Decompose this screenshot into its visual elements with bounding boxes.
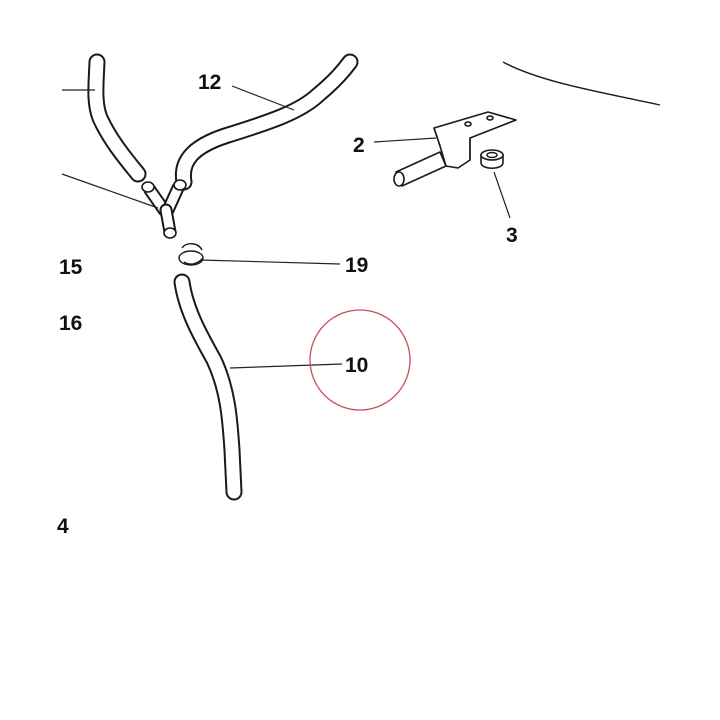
body-panel-edge (502, 61, 661, 106)
callout-15: 15 (59, 256, 83, 279)
washer-nozzle-2 (393, 111, 517, 187)
callout-12: 12 (198, 71, 221, 94)
clamp-19 (178, 243, 204, 266)
leader-3 (493, 171, 511, 219)
hose-10 (173, 273, 243, 501)
grommet-3 (480, 149, 504, 170)
y-connector (141, 179, 187, 239)
leader-10 (229, 363, 343, 369)
callout-4: 4 (57, 515, 69, 538)
hose-left-upper (87, 53, 147, 183)
leader-12 (231, 85, 295, 111)
hose-12 (174, 53, 359, 191)
callout-16: 16 (59, 312, 82, 335)
highlight-circle (309, 309, 411, 411)
callout-19: 19 (345, 254, 368, 277)
callout-2: 2 (353, 134, 365, 157)
leader-19 (199, 259, 341, 265)
callout-3: 3 (506, 224, 518, 247)
callout-10: 10 (345, 354, 368, 377)
leader-2 (373, 137, 437, 143)
leader-y-connector (61, 173, 159, 209)
